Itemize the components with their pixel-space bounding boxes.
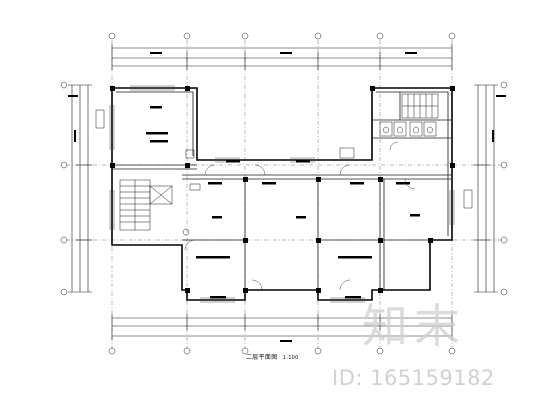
- drawing-title: 二层平面图: [246, 354, 278, 361]
- watermark-id: ID: 165159182: [332, 366, 495, 390]
- exterior-walls: [111, 87, 453, 301]
- top-dimension-lines: [111, 44, 453, 70]
- drawing-scale: 1:100: [282, 355, 299, 361]
- columns: [110, 86, 455, 293]
- right-dimension-lines: [474, 84, 498, 293]
- watermark-logo: 知末: [362, 299, 466, 353]
- axis-bubbles: [60, 32, 508, 355]
- equipment: [95, 109, 473, 236]
- toilet-cubicles: [379, 121, 437, 137]
- left-dimension-lines: [68, 84, 92, 293]
- room-tags: [68, 52, 506, 342]
- door-swings: [184, 141, 416, 291]
- windows: [109, 85, 455, 303]
- bottom-dimension-lines: [111, 314, 453, 340]
- stair-right: [401, 93, 439, 119]
- interior-walls: [112, 91, 452, 290]
- stair-left: [119, 179, 173, 231]
- drawing-caption: 二层平面图 1:100: [246, 352, 299, 361]
